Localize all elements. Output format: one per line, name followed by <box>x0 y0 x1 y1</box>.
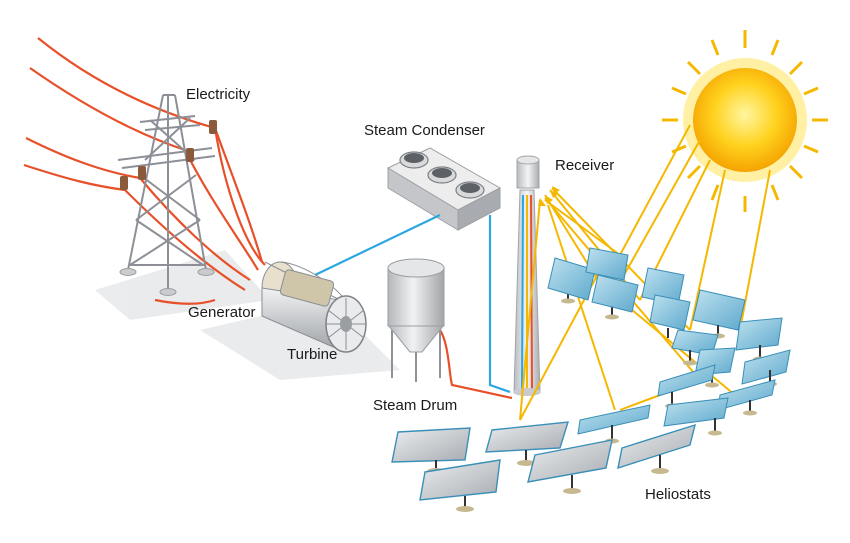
heliostat <box>527 439 613 494</box>
label-receiver: Receiver <box>555 157 615 174</box>
heliostat <box>419 459 501 512</box>
pylon-feet <box>119 268 215 296</box>
transmission-pylon <box>117 94 216 290</box>
heliostat <box>692 289 746 339</box>
heliostat <box>591 274 639 320</box>
label-electricity: Electricity <box>186 86 251 103</box>
heliostats-front <box>391 421 696 512</box>
heliostats-back <box>547 247 791 444</box>
label-turbine: Turbine <box>287 346 338 363</box>
heliostat <box>585 247 629 281</box>
heliostat <box>663 397 729 436</box>
heliostat <box>577 404 651 444</box>
sun-icon <box>662 30 828 212</box>
heliostat <box>649 294 691 338</box>
turbine-generator <box>261 261 367 353</box>
steam-drum <box>386 258 446 382</box>
heliostat <box>485 421 569 466</box>
ray-arrowheads <box>538 186 560 206</box>
label-steam-drum: Steam Drum <box>373 397 458 414</box>
steam-condenser <box>386 147 502 231</box>
power-lines <box>23 37 266 305</box>
heliostat <box>547 257 596 304</box>
label-heliostats: Heliostats <box>645 486 711 503</box>
insulators <box>120 120 217 190</box>
receiver-tower <box>513 155 541 396</box>
label-generator: Generator <box>188 304 256 321</box>
label-steam-condenser: Steam Condenser <box>364 122 485 139</box>
heliostat <box>617 423 696 474</box>
heliostat <box>741 349 791 387</box>
